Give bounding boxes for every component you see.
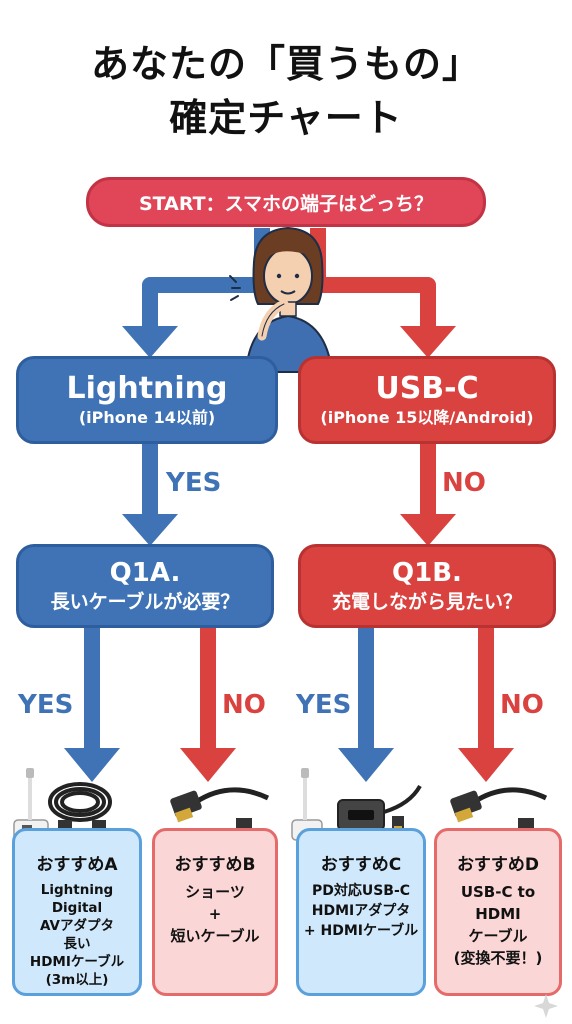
branch-lightning-title: Lightning [66,371,228,406]
card-a-body: Lightning Digital AVアダプタ 長い HDMIケーブル (3m… [15,881,139,989]
arrow-head-card-b [180,748,236,782]
page-title-line1: あなたの「買うもの」 [90,42,481,86]
recommendation-card-b: おすすめB ショーツ + 短いケーブル [152,828,278,996]
branch-usbc-sub: (iPhone 15以降/Android) [320,408,534,427]
recommendation-card-c: おすすめC PD対応USB-C HDMIアダプタ + HDMIケーブル [296,828,426,996]
recommendation-card-d: おすすめD USB-C to HDMI ケーブル (変換不要！) [434,828,562,996]
recommendation-card-a: おすすめA Lightning Digital AVアダプタ 長い HDMIケー… [12,828,142,996]
start-label: START：スマホの端子はどっち？ [138,192,434,215]
label-q1b-no: NO [500,690,544,720]
arrow-start-to-lightning [142,228,270,330]
card-d-line: USB-C to [460,883,536,901]
label-q1a-yes: YES [18,690,74,720]
arrow-head-q1b [400,514,456,546]
label-lightning-yes: YES [166,468,222,498]
card-a-line: 長い [63,936,91,952]
card-d-body: USB-C to HDMI ケーブル (変換不要！) [437,881,559,969]
label-usbc-no: NO [442,468,486,498]
card-d-line: HDMI [475,905,521,923]
card-c-line: + HDMIケーブル [303,923,419,939]
branch-lightning: Lightning (iPhone 14以前) [16,356,278,444]
card-b-body: ショーツ + 短いケーブル [155,881,275,947]
card-c-line: PD対応USB-C [311,883,411,899]
branch-lightning-sub: (iPhone 14以前) [78,408,216,427]
q1b-title: Q1B. [392,558,462,588]
card-a-line: HDMIケーブル [29,954,125,970]
arrow-head-lightning [122,326,178,358]
card-d-line: (変換不要！) [453,949,543,967]
arrow-start-to-usbc [310,228,436,330]
question-q1a: Q1A. 長いケーブルが必要？ [16,544,274,628]
card-c-line: HDMIアダプタ [311,903,411,919]
label-q1b-yes: YES [296,690,352,720]
card-c-body: PD対応USB-C HDMIアダプタ + HDMIケーブル [299,881,423,941]
card-c-title: おすすめC [320,855,402,875]
card-a-line: (3m以上) [45,972,109,988]
card-b-line: 短いケーブル [170,927,260,945]
question-q1b: Q1B. 充電しながら見たい？ [298,544,556,628]
thinking-woman-illustration [229,226,334,373]
label-q1a-no: NO [222,690,266,720]
start-question: START：スマホの端子はどっち？ [86,177,486,227]
q1a-title: Q1A. [109,558,181,588]
arrow-head-q1a [122,514,178,546]
branch-usbc: USB-C (iPhone 15以降/Android) [298,356,556,444]
card-d-title: おすすめD [456,855,540,875]
card-a-line: AVアダプタ [40,918,114,934]
arrow-head-usbc [400,326,456,358]
arrow-head-card-c [338,748,394,782]
page-title-line2: 確定チャート [169,96,403,140]
arrow-head-card-a [64,748,120,782]
card-d-line: ケーブル [468,927,528,945]
card-b-line: + [208,905,222,923]
card-a-title: おすすめA [36,855,118,875]
q1a-sub: 長いケーブルが必要？ [50,591,240,613]
card-a-line: Lightning Digital [40,882,114,916]
q1b-sub: 充電しながら見たい？ [331,591,522,613]
branch-usbc-title: USB-C [375,371,479,406]
arrow-head-card-d [458,748,514,782]
card-b-title: おすすめB [174,855,256,875]
card-b-line: ショーツ [185,883,245,901]
